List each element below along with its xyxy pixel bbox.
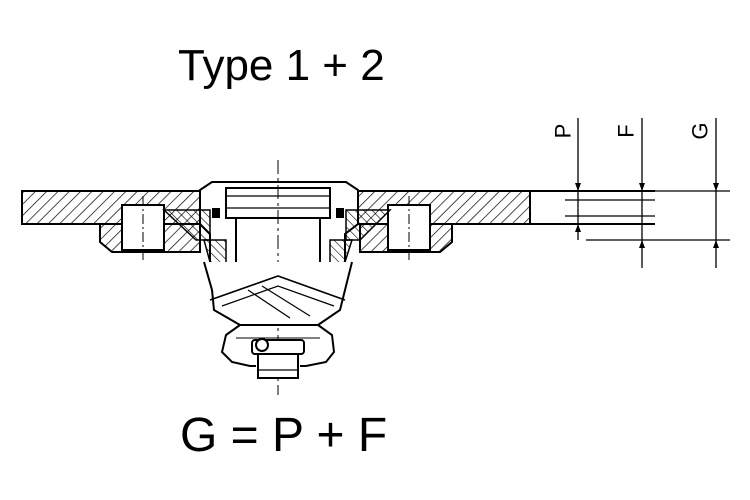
dimension-label-p: P — [550, 123, 576, 139]
formula: G = P + F — [180, 409, 388, 462]
dimension-label-f: F — [613, 124, 639, 138]
dimension-f — [586, 118, 730, 268]
dimension-label-g: G — [687, 122, 713, 140]
valve-body — [162, 160, 392, 395]
clamp-ring — [99, 196, 453, 262]
nozzle — [251, 338, 305, 379]
dimension-g — [655, 118, 730, 268]
flange-plate — [21, 190, 655, 225]
dimension-p — [565, 118, 655, 240]
lower-housing — [203, 261, 353, 367]
diagram-title: Type 1 + 2 — [178, 41, 385, 90]
